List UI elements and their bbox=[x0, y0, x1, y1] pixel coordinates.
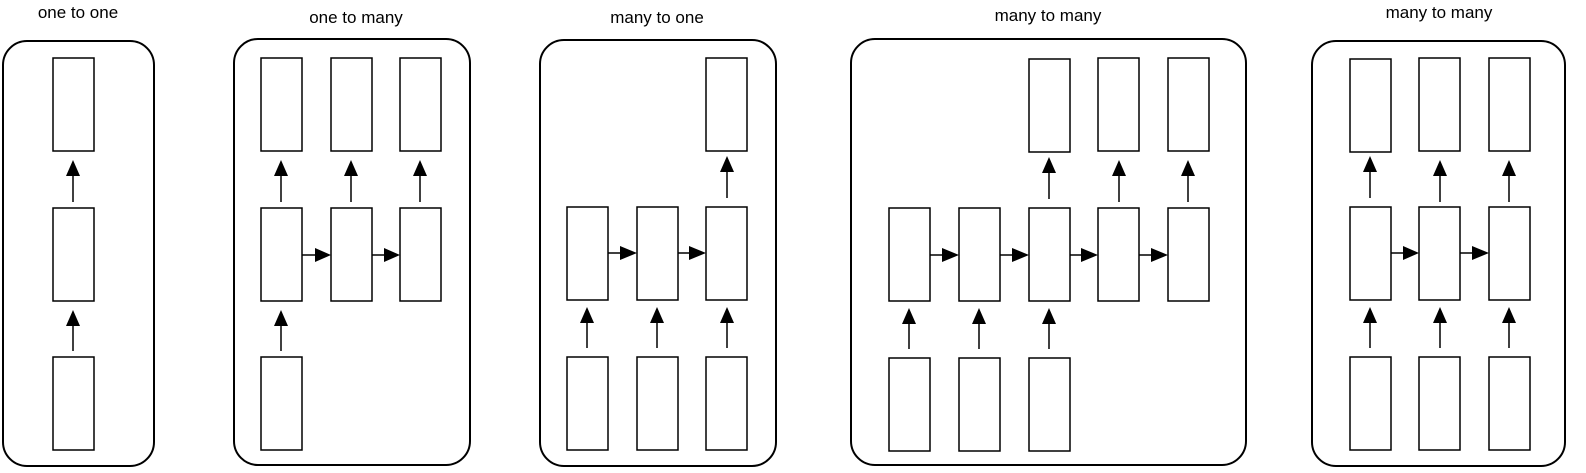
arrow-right-head bbox=[315, 248, 331, 262]
arrow-up-head bbox=[66, 310, 80, 326]
hidden-cell bbox=[1349, 206, 1392, 301]
input-cell bbox=[958, 357, 1001, 452]
output-cell bbox=[1097, 57, 1140, 152]
hidden-cell bbox=[888, 207, 931, 302]
hidden-cell bbox=[399, 207, 442, 302]
panel-many-to-many-delayed: many to many bbox=[850, 6, 1247, 466]
hidden-cell bbox=[705, 206, 748, 301]
hidden-cell bbox=[1097, 207, 1140, 302]
hidden-cell bbox=[260, 207, 303, 302]
arrow-up-head bbox=[1433, 160, 1447, 176]
arrow-up-head bbox=[413, 160, 427, 176]
output-cell bbox=[260, 57, 303, 152]
output-cell bbox=[52, 57, 95, 152]
input-cell bbox=[1418, 356, 1461, 451]
panel-title: one to many bbox=[309, 8, 403, 27]
output-cell bbox=[1167, 57, 1210, 152]
arrow-right-head bbox=[620, 246, 637, 260]
panel-one-to-one: one to one bbox=[2, 3, 155, 467]
hidden-cell bbox=[1488, 206, 1531, 301]
hidden-cell bbox=[1418, 206, 1461, 301]
panel-title: many to many bbox=[1386, 3, 1493, 22]
input-cell bbox=[1349, 356, 1392, 451]
arrow-right-head bbox=[384, 248, 400, 262]
input-cell bbox=[1028, 357, 1071, 452]
hidden-cell bbox=[1028, 207, 1071, 302]
arrow-up-head bbox=[1042, 157, 1056, 173]
panel-title: one to one bbox=[38, 3, 118, 22]
input-cell bbox=[566, 356, 609, 451]
arrow-up-head bbox=[274, 160, 288, 176]
hidden-cell bbox=[52, 207, 95, 302]
arrow-up-head bbox=[1042, 308, 1056, 324]
arrow-right-head bbox=[1472, 246, 1489, 260]
arrow-up-head bbox=[1502, 160, 1516, 176]
output-cell bbox=[1418, 57, 1461, 152]
input-cell bbox=[52, 356, 95, 451]
panel-title: many to one bbox=[610, 8, 704, 27]
arrow-right-head bbox=[1151, 248, 1168, 262]
arrow-right-head bbox=[1403, 246, 1419, 260]
arrow-up-head bbox=[66, 160, 80, 176]
hidden-cell bbox=[958, 207, 1001, 302]
arrow-up-head bbox=[720, 156, 734, 172]
arrow-up-head bbox=[274, 310, 288, 326]
output-cell bbox=[399, 57, 442, 152]
input-cell bbox=[888, 357, 931, 452]
hidden-cell bbox=[330, 207, 373, 302]
arrow-up-head bbox=[650, 307, 664, 323]
input-cell bbox=[705, 356, 748, 451]
output-cell bbox=[1028, 58, 1071, 153]
output-cell bbox=[705, 57, 748, 152]
panel-one-to-many: one to many bbox=[233, 8, 471, 466]
arrow-up-head bbox=[1502, 307, 1516, 323]
arrow-up-head bbox=[1433, 307, 1447, 323]
hidden-cell bbox=[1167, 207, 1210, 302]
arrow-right-head bbox=[942, 248, 959, 262]
input-cell bbox=[1488, 356, 1531, 451]
output-cell bbox=[1488, 57, 1531, 152]
input-cell bbox=[636, 356, 679, 451]
output-cell bbox=[1349, 58, 1392, 153]
arrow-up-head bbox=[1363, 156, 1377, 172]
arrow-up-head bbox=[1363, 307, 1377, 323]
arrow-up-head bbox=[1112, 160, 1126, 176]
output-cell bbox=[330, 57, 373, 152]
arrow-up-head bbox=[720, 307, 734, 323]
arrow-up-head bbox=[902, 308, 916, 324]
arrow-up-head bbox=[580, 307, 594, 323]
arrow-right-head bbox=[1012, 248, 1029, 262]
arrow-up-head bbox=[1181, 160, 1195, 176]
arrow-right-head bbox=[1081, 248, 1098, 262]
panel-many-to-many-synced: many to many bbox=[1311, 3, 1566, 467]
arrow-up-head bbox=[972, 308, 986, 324]
hidden-cell bbox=[566, 206, 609, 301]
arrow-right-head bbox=[689, 246, 706, 260]
panel-many-to-one: many to one bbox=[539, 8, 777, 467]
panel-title: many to many bbox=[995, 6, 1102, 25]
input-cell bbox=[260, 356, 303, 451]
hidden-cell bbox=[636, 206, 679, 301]
arrow-up-head bbox=[344, 160, 358, 176]
